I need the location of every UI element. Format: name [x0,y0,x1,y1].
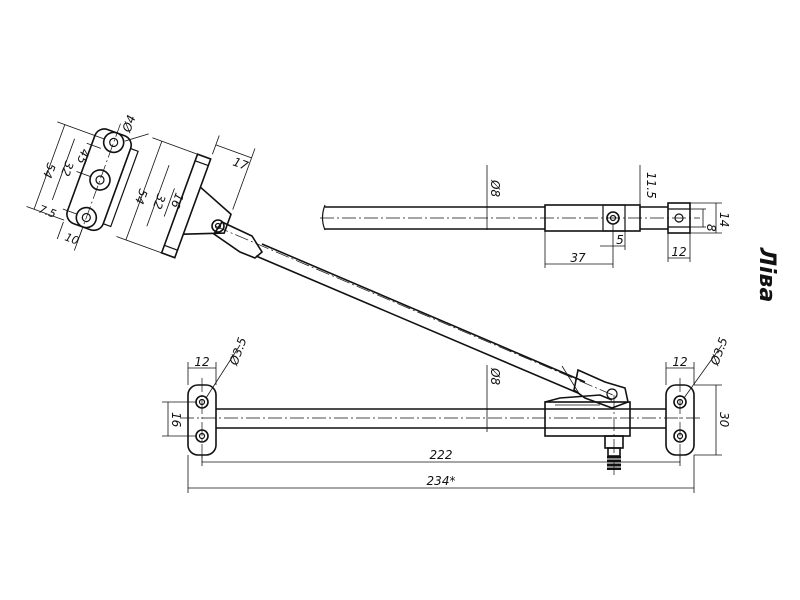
dim-mid-small: 16 [168,191,187,210]
dim-bar-right-h: 30 [717,412,731,428]
drawing-title: Ліва [754,247,779,303]
dim-top-hole-off: 5 [616,233,624,247]
dim-top-block-len: 37 [570,251,586,265]
dim-left-total: 54 [40,161,58,180]
dim-left-hole: Ø4 [119,113,138,135]
dim-mid-mid: 32 [150,192,168,211]
dim-bar-right-w: 12 [672,355,687,369]
dim-top-end-h1: 14 [717,212,731,227]
dim-mid-total: 54 [132,187,150,206]
dim-bar-len-inner: 222 [430,448,453,462]
dim-top-end-h2: 8 [704,224,718,232]
dim-left-off-a: 7.5 [37,203,58,221]
dim-bar-len-total: 234* [427,474,456,488]
dim-left-off-b: 10 [63,231,81,248]
bottom-bar-assembly: 12 Ø3.5 16 12 Ø3.5 30 Ø8 222 234* [162,335,731,493]
left-bracket-detail: Ø4 54 32 45 7.5 10 [26,113,149,251]
dim-left-mid: 32 [58,159,76,178]
dim-bar-left-hole: Ø3.5 [226,335,249,368]
dim-top-end-w: 12 [671,245,686,259]
top-rod-assembly: Ø8 11.5 37 5 12 14 8 [320,165,731,268]
dim-bar-rod: Ø8 [488,367,502,385]
dim-bar-left-h: 16 [169,412,183,428]
middle-bracket-detail: 17 54 32 16 [116,135,256,259]
dim-left-small: 45 [74,147,92,166]
dim-top-rod: Ø8 [488,179,502,197]
dim-bar-left-w: 12 [194,355,209,369]
dim-bar-right-hole: Ø3.5 [707,335,730,368]
diagonal-arm [212,220,629,409]
dim-top-block-h: 11.5 [644,172,658,199]
dim-mid-w: 17 [231,155,250,174]
